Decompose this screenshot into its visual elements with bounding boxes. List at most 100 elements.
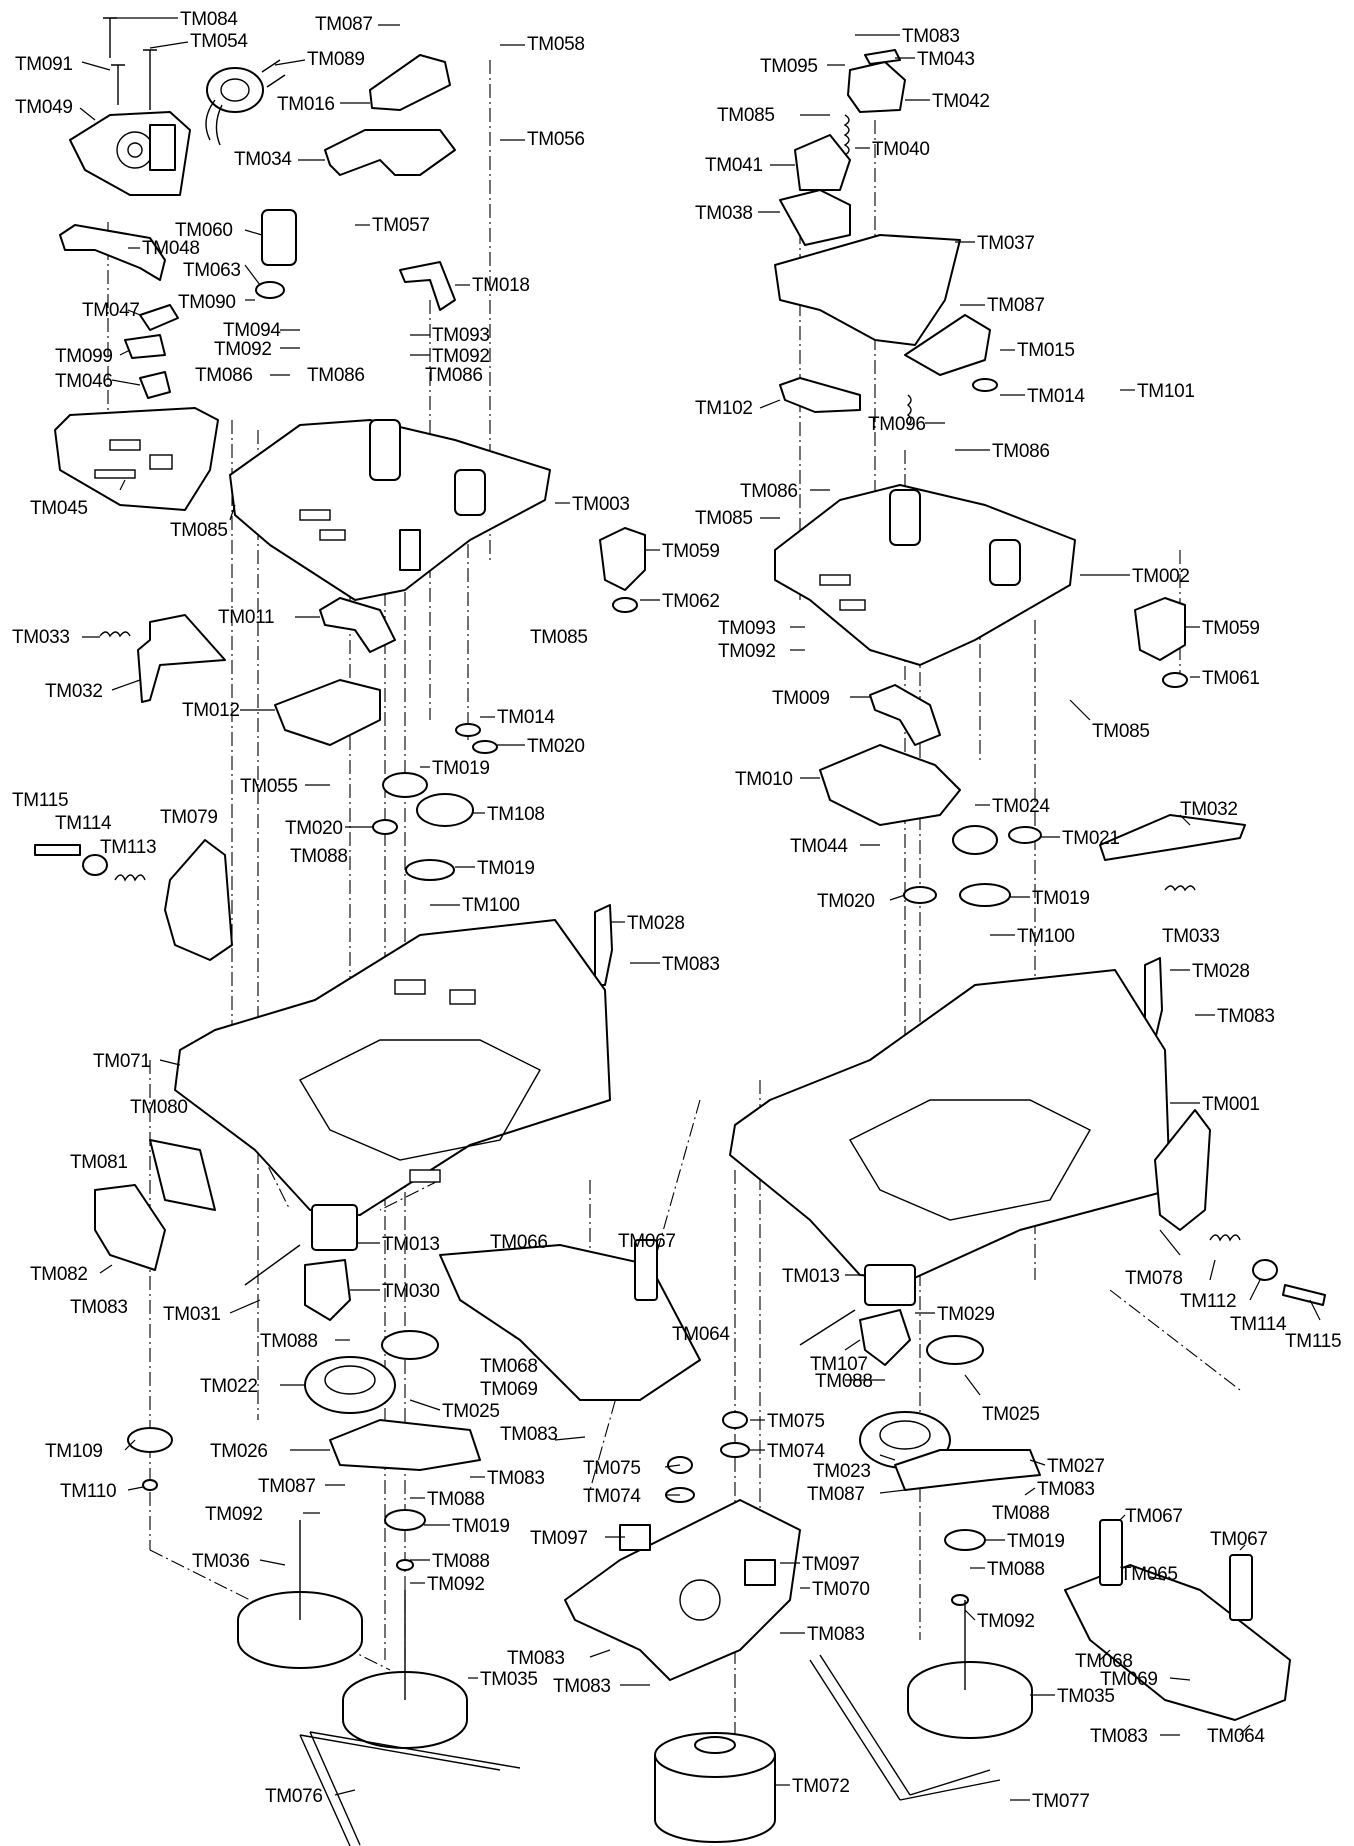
- label-tm083b: TM083: [70, 1297, 128, 1318]
- label-tm094: TM094: [223, 320, 281, 341]
- label-tm033b: TM033: [1162, 926, 1220, 947]
- label-tm059: TM059: [662, 541, 720, 562]
- label-tm042: TM042: [932, 91, 990, 112]
- label-tm032b: TM032: [1180, 799, 1238, 820]
- label-tm070: TM070: [812, 1579, 870, 1600]
- label-tm041: TM041: [705, 155, 763, 176]
- label-tm108: TM108: [487, 804, 545, 825]
- label-tm101: TM101: [1137, 381, 1195, 402]
- label-tm075: TM075: [767, 1411, 825, 1432]
- label-tm082: TM082: [30, 1264, 88, 1285]
- label-tm059b: TM059: [1202, 618, 1260, 639]
- label-tm085d: TM085: [695, 508, 753, 529]
- label-tm015: TM015: [1017, 340, 1075, 361]
- label-tm089: TM089: [307, 49, 365, 70]
- label-tm023: TM023: [813, 1461, 871, 1482]
- label-tm114: TM114: [55, 813, 112, 834]
- label-tm083: TM083: [662, 954, 720, 975]
- label-tm057: TM057: [372, 215, 430, 236]
- label-tm088c: TM088: [427, 1489, 485, 1510]
- label-tm074: TM074: [767, 1441, 825, 1462]
- label-tm040: TM040: [872, 139, 930, 160]
- label-tm083h: TM083: [807, 1624, 865, 1645]
- label-tm071: TM071: [93, 1051, 151, 1072]
- label-tm028: TM028: [627, 913, 685, 934]
- label-tm049: TM049: [15, 97, 73, 118]
- label-tm085: TM085: [170, 520, 228, 541]
- label-tm099: TM099: [55, 346, 113, 367]
- label-tm013: TM013: [382, 1234, 440, 1255]
- label-tm037: TM037: [977, 233, 1035, 254]
- label-tm087c: TM087: [987, 295, 1045, 316]
- label-tm009: TM009: [772, 688, 830, 709]
- label-tm019: TM019: [432, 758, 490, 779]
- label-tm112: TM112: [1180, 1291, 1236, 1312]
- label-tm011: TM011: [218, 607, 274, 628]
- label-tm092f: TM092: [977, 1611, 1035, 1632]
- label-tm013b: TM013: [782, 1266, 840, 1287]
- label-tm069b: TM069: [1100, 1669, 1158, 1690]
- label-tm025b: TM025: [982, 1404, 1040, 1425]
- label-tm027: TM027: [1047, 1456, 1105, 1477]
- label-tm087d: TM087: [807, 1484, 865, 1505]
- label-tm054: TM054: [190, 31, 248, 52]
- label-tm095: TM095: [760, 56, 818, 77]
- label-tm020: TM020: [527, 736, 585, 757]
- label-tm083g: TM083: [1037, 1479, 1095, 1500]
- label-tm092b: TM092: [432, 346, 490, 367]
- label-tm087: TM087: [315, 14, 373, 35]
- label-tm097: TM097: [530, 1528, 588, 1549]
- label-tm077: TM077: [1032, 1791, 1090, 1812]
- label-tm020c: TM020: [817, 891, 875, 912]
- right-assembly: [564, 49, 1326, 1843]
- label-tm038: TM038: [695, 203, 753, 224]
- label-tm088f: TM088: [992, 1503, 1050, 1524]
- part-labels: TM084 TM054 TM091 TM089 TM049 TM087 TM05…: [12, 9, 1342, 1812]
- label-tm084: TM084: [180, 9, 238, 30]
- label-tm100b: TM100: [1017, 926, 1075, 947]
- label-tm115b: TM115: [1285, 1331, 1341, 1352]
- label-tm067b: TM067: [1125, 1506, 1183, 1527]
- label-tm048: TM048: [142, 238, 200, 259]
- label-tm019d: TM019: [1032, 888, 1090, 909]
- label-tm097b: TM097: [802, 1554, 860, 1575]
- label-tm086d: TM086: [992, 441, 1050, 462]
- label-tm045: TM045: [30, 498, 88, 519]
- label-tm064b: TM064: [1207, 1726, 1265, 1747]
- label-tm002: TM002: [1132, 566, 1190, 587]
- label-tm100: TM100: [462, 895, 520, 916]
- label-tm083k: TM083: [1090, 1726, 1148, 1747]
- label-tm086c: TM086: [425, 365, 483, 386]
- label-tm056: TM056: [527, 129, 585, 150]
- label-tm096: TM096: [868, 414, 926, 435]
- label-tm114b: TM114: [1230, 1314, 1287, 1335]
- label-tm025: TM025: [442, 1401, 500, 1422]
- label-tm047: TM047: [82, 300, 140, 321]
- label-tm001: TM001: [1202, 1094, 1260, 1115]
- label-tm061: TM061: [1202, 668, 1260, 689]
- label-tm055: TM055: [240, 776, 298, 797]
- label-tm034: TM034: [234, 149, 292, 170]
- label-tm083i: TM083: [507, 1648, 565, 1669]
- label-tm088d: TM088: [432, 1551, 490, 1572]
- label-tm109: TM109: [45, 1441, 103, 1462]
- label-tm092c: TM092: [205, 1504, 263, 1525]
- label-tm088: TM088: [290, 846, 348, 867]
- label-tm088e: TM088: [815, 1371, 873, 1392]
- label-tm075b: TM075: [583, 1458, 641, 1479]
- label-tm078: TM078: [1125, 1268, 1183, 1289]
- label-tm115: TM115: [12, 790, 68, 811]
- label-tm046: TM046: [55, 371, 113, 392]
- left-assembly: [34, 17, 701, 1846]
- label-tm014: TM014: [497, 707, 555, 728]
- label-tm092d: TM092: [427, 1574, 485, 1595]
- label-tm031: TM031: [163, 1304, 221, 1325]
- label-tm029: TM029: [937, 1304, 995, 1325]
- label-tm030: TM030: [382, 1281, 440, 1302]
- label-tm067: TM067: [618, 1231, 676, 1252]
- label-tm010: TM010: [735, 769, 793, 790]
- label-tm035b: TM035: [1057, 1686, 1115, 1707]
- label-tm107: TM107: [810, 1354, 868, 1375]
- label-tm088b: TM088: [260, 1331, 318, 1352]
